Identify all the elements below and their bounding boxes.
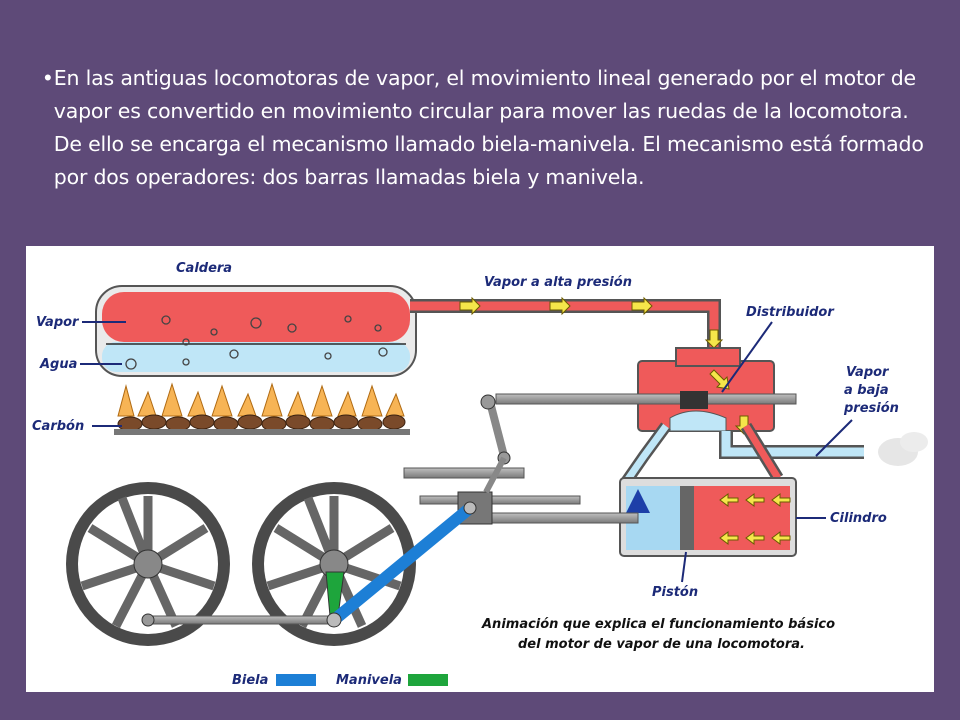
- legend-manivela-label: Manivela: [336, 673, 402, 688]
- boiler-water: [102, 342, 410, 372]
- label-carbon: Carbón: [32, 419, 84, 434]
- bullet-item: • En las antiguas locomotoras de vapor, …: [44, 62, 924, 194]
- caption-line-1: Animación que explica el funcionamiento …: [481, 617, 835, 632]
- label-cilindro: Cilindro: [830, 511, 887, 526]
- firebox: [114, 382, 410, 435]
- bullet-text: En las antiguas locomotoras de vapor, el…: [53, 66, 924, 189]
- exhaust-pipe: [719, 431, 928, 466]
- cylinder-arrows: [719, 493, 791, 545]
- coupling-rod: [147, 615, 335, 625]
- coal: [117, 414, 406, 432]
- boiler-steam: [102, 292, 410, 342]
- label-vapor-alta: Vapor a alta presión: [484, 275, 632, 290]
- bullet-dot: •: [44, 65, 52, 90]
- distributor: [495, 347, 797, 432]
- label-vapor-baja-2: a baja: [844, 383, 889, 398]
- caption-line-2: del motor de vapor de una locomotora.: [518, 637, 805, 652]
- label-piston: Pistón: [652, 585, 698, 600]
- label-caldera: Caldera: [176, 261, 232, 276]
- wheel-right: [252, 482, 416, 646]
- legend-manivela-swatch: [408, 674, 448, 686]
- piston-rod: [477, 512, 639, 524]
- legend: Biela Manivela: [232, 673, 448, 688]
- legend-biela-label: Biela: [232, 673, 268, 688]
- valve-linkage: [480, 394, 511, 494]
- bubbles: [125, 315, 388, 370]
- labels: Caldera Vapor Agua Carbón Vapor a alta p…: [32, 261, 899, 600]
- steam-flow-arrows: [459, 296, 724, 349]
- cylinder: [619, 477, 797, 557]
- label-agua: Agua: [39, 357, 77, 372]
- steam-engine-diagram: Caldera Vapor Agua Carbón Vapor a alta p…: [26, 246, 934, 692]
- wheel-left: [66, 482, 230, 646]
- label-vapor-baja-1: Vapor: [846, 365, 890, 380]
- boiler: [95, 285, 721, 377]
- biela: [328, 502, 476, 626]
- piston: [680, 486, 694, 550]
- legend-biela-swatch: [276, 674, 316, 686]
- label-vapor-baja-3: presión: [843, 401, 899, 416]
- label-distribuidor: Distribuidor: [746, 305, 835, 320]
- label-vapor: Vapor: [36, 315, 80, 330]
